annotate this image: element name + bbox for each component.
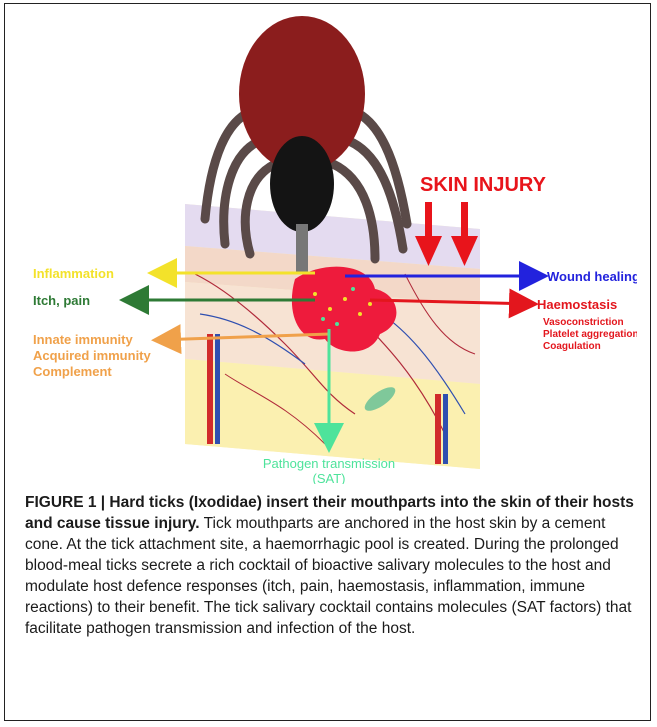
label-platelet-aggregation: Platelet aggregation [543,329,637,340]
caption-body: Tick mouthparts are anchored in the host… [25,515,631,637]
figure-caption: FIGURE 1 | Hard ticks (Ixodidae) insert … [25,492,637,639]
label-vasoconstriction: Vasoconstriction [543,317,624,328]
label-innate-immunity: Innate immunity [33,332,133,347]
label-haemostasis: Haemostasis [537,297,617,312]
label-itch-pain: Itch, pain [33,293,90,308]
vessel-vein [215,334,220,444]
label-sat: (SAT) [313,471,346,484]
figure-frame: SKIN INJURY Inflammation Itch, pain Inna… [4,3,651,721]
tick-head [270,136,334,232]
label-coagulation: Coagulation [543,341,601,352]
label-inflammation: Inflammation [33,266,114,281]
label-pathogen-transmission: Pathogen transmission [263,456,395,471]
label-wound-healing: Wound healing [547,269,637,284]
figure-illustration: SKIN INJURY Inflammation Itch, pain Inna… [25,14,637,484]
vessel-artery [207,334,213,444]
label-complement: Complement [33,364,112,379]
skin-injury-label: SKIN INJURY [420,174,547,196]
tick-mouthparts [296,224,308,272]
label-acquired-immunity: Acquired immunity [33,348,152,363]
